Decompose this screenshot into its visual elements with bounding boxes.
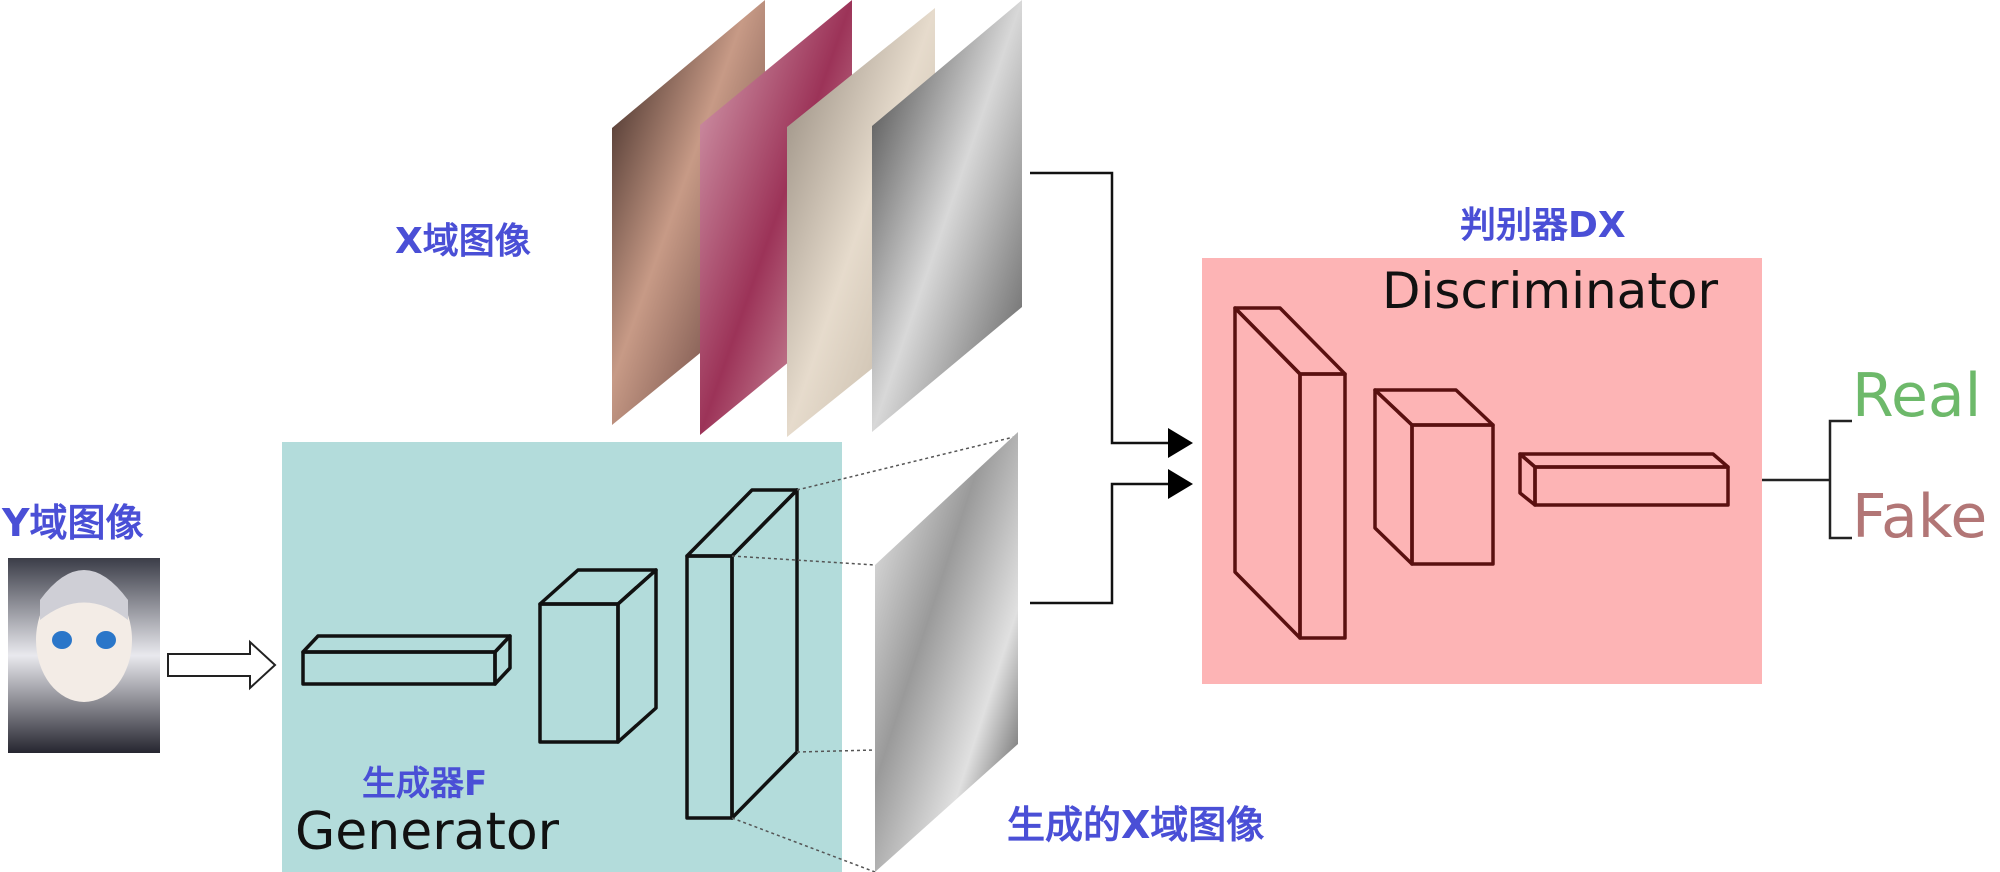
discriminator-layers [1233, 306, 1730, 640]
x-domain-label: X域图像 [395, 221, 531, 262]
y-domain-anime-image [8, 558, 160, 753]
generator-layers [301, 488, 799, 820]
discriminator-en-label: Discriminator [1382, 262, 1719, 320]
connector-lines [1030, 171, 1170, 605]
projection-lines [731, 435, 1019, 872]
generated-x-image [875, 432, 1018, 872]
discriminator-cn-label: 判别器DX [1460, 205, 1626, 246]
discriminator-panel [1202, 258, 1762, 684]
y-domain-label: Y域图像 [2, 501, 144, 545]
x-domain-photo-stack [612, 0, 1022, 437]
x-photo-4 [872, 0, 1022, 432]
arrow-head-icon [1168, 428, 1193, 458]
arrow-head-icon [1168, 469, 1193, 499]
fake-label: Fake [1852, 482, 1988, 552]
output-bracket [1762, 419, 1852, 540]
generated-x-label: 生成的X域图像 [1007, 803, 1265, 847]
generator-en-label: Generator [295, 802, 560, 862]
generator-cn-label: 生成器F [362, 764, 488, 804]
input-arrow-icon [167, 639, 277, 691]
real-label: Real [1852, 361, 1982, 431]
